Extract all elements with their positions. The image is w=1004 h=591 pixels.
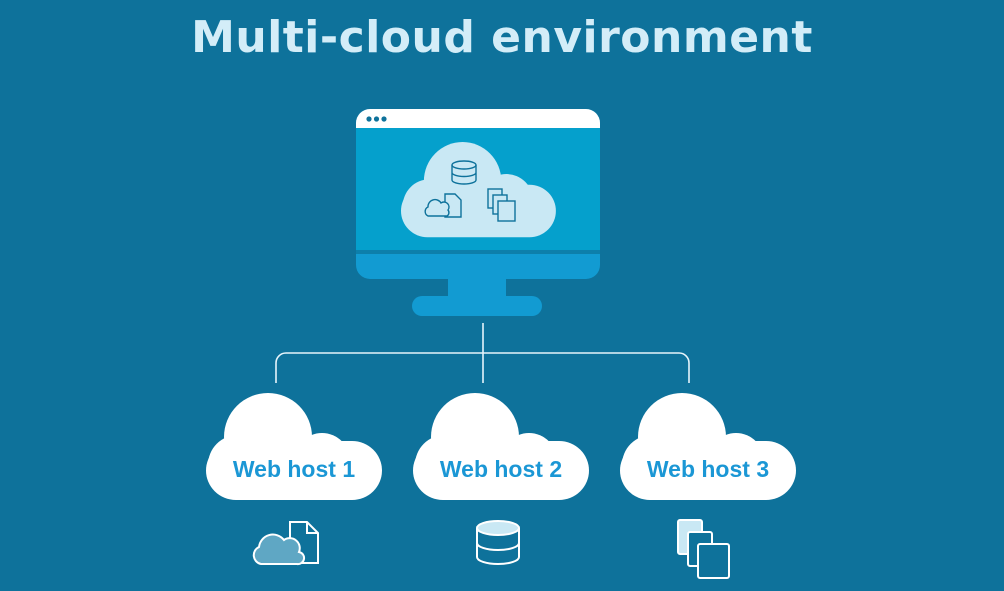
host-cloud-1 (206, 393, 382, 500)
cloud-file-icon (424, 193, 462, 218)
host-cloud-3 (620, 393, 796, 500)
page-title: Multi-cloud environment (191, 12, 813, 63)
window-dot-icon (373, 116, 380, 122)
copy-pages-icon (487, 188, 516, 222)
monitor-base (412, 296, 542, 316)
web-host-3-label: Web host 3 (646, 456, 770, 482)
cloud-file-icon (252, 521, 319, 566)
web-host-1-label: Web host 1 (232, 456, 356, 482)
database-icon (451, 160, 477, 185)
copy-pages-icon (677, 519, 730, 579)
monitor (356, 109, 600, 316)
database-icon (476, 520, 520, 565)
web-host-2-label: Web host 2 (439, 456, 563, 482)
window-dot-icon (381, 116, 387, 122)
window-dot-icon (366, 116, 372, 122)
window-titlebar (356, 109, 600, 128)
connector-lines (275, 323, 690, 383)
host-cloud-2 (413, 393, 589, 500)
